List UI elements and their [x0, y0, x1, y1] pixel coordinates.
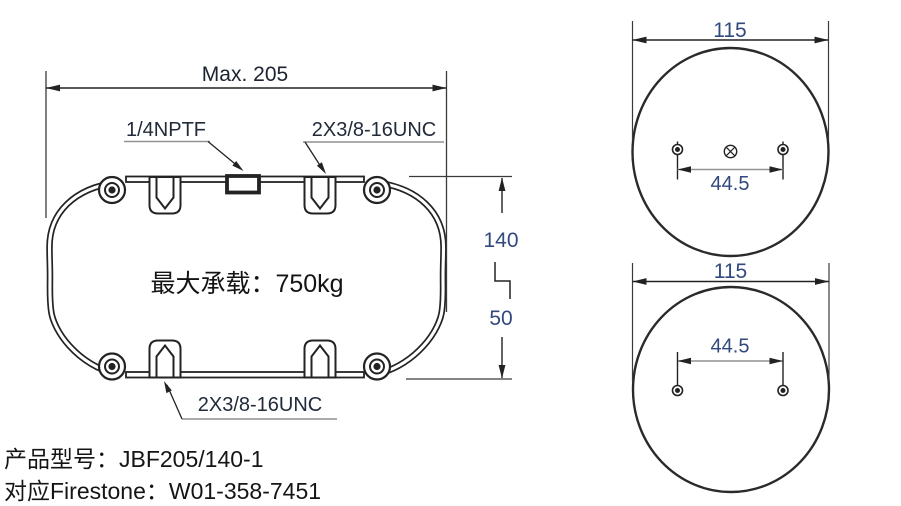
curl-dot	[108, 362, 116, 371]
arrowhead	[632, 36, 647, 44]
stud-mark-right	[777, 352, 789, 397]
bellows-walls	[46, 179, 447, 378]
bellows-left-wall-gap	[47, 180, 118, 377]
dim-text-design-height: 140	[483, 229, 518, 252]
bead-curl-top-left	[97, 175, 127, 205]
arrowhead	[677, 166, 691, 173]
port-cross	[725, 146, 736, 157]
dim-text-bolt-spacing: 44.5	[711, 336, 750, 358]
dimension-break-symbol	[494, 262, 511, 299]
dim-heights: 140 50	[406, 175, 519, 380]
stud-bore	[310, 343, 330, 379]
cross-section-view: 最大承载：750kg	[46, 174, 447, 381]
air-port-symbol	[723, 144, 738, 159]
bottom-studs-label-text: 2X3/8-16UNC	[198, 394, 323, 416]
bellows-right-wall-gap	[375, 180, 446, 377]
firestone-ref-text: 对应Firestone：W01-358-7451	[4, 478, 322, 504]
air-port	[225, 174, 261, 195]
port-label-text: 1/4NPTF	[126, 119, 206, 141]
stud-bore	[310, 176, 330, 211]
bead-curl-bottom-right	[362, 352, 392, 381]
dim-text-diameter: 115	[714, 260, 747, 283]
stud-bore	[155, 176, 175, 211]
stud-mark-right	[777, 141, 789, 180]
arrowhead	[46, 84, 60, 92]
arrowhead	[498, 177, 506, 191]
arrowhead	[498, 365, 506, 379]
plate-outline	[631, 285, 831, 494]
arrowhead	[316, 162, 326, 174]
arrowhead	[432, 84, 447, 92]
stud-dot	[780, 147, 786, 152]
stud-mark-left	[671, 352, 684, 397]
top-stud-right	[303, 176, 337, 215]
product-model-text: 产品型号：JBF205/140-1	[4, 446, 264, 472]
arrowhead	[814, 36, 829, 44]
top-plate-view: 115 44.5	[631, 19, 830, 258]
label-port: 1/4NPTF	[124, 119, 244, 171]
dim-text-diameter: 115	[713, 19, 746, 42]
top-stud-left	[148, 176, 182, 215]
arrowhead	[769, 166, 783, 173]
label-top-studs: 2X3/8-16UNC	[303, 119, 444, 174]
curl-dot	[373, 362, 381, 371]
arrowhead	[164, 381, 172, 394]
stud-dot	[675, 147, 680, 152]
dim-text-max-width: Max. 205	[202, 63, 288, 86]
arrowhead	[769, 357, 783, 365]
bead-curl-bottom-left	[97, 352, 127, 381]
port-circle	[723, 144, 738, 159]
bead-curl-top-right	[362, 175, 392, 205]
arrowhead	[815, 278, 829, 285]
stud-bore	[155, 343, 175, 379]
top-studs-label-text: 2X3/8-16UNC	[312, 119, 437, 141]
dim-text-stroke-height: 50	[489, 307, 512, 330]
dim-text-bolt-spacing: 44.5	[711, 173, 750, 195]
max-load-label: 最大承载：750kg	[150, 270, 343, 298]
stud-mark-left	[671, 141, 684, 180]
label-bottom-studs: 2X3/8-16UNC	[164, 381, 337, 420]
arrowhead	[677, 357, 691, 365]
bottom-plate	[125, 371, 365, 379]
bottom-plate-view: 115 44.5	[631, 260, 831, 494]
bottom-stud-left	[148, 339, 182, 379]
stud-dot	[780, 388, 786, 393]
stud-dot	[675, 388, 680, 393]
curl-dot	[108, 186, 116, 194]
curl-dot	[373, 186, 381, 194]
bottom-stud-right	[303, 339, 337, 379]
arrowhead	[632, 278, 647, 285]
dim-max-width: Max. 205	[45, 63, 448, 312]
arrowhead	[232, 161, 244, 171]
